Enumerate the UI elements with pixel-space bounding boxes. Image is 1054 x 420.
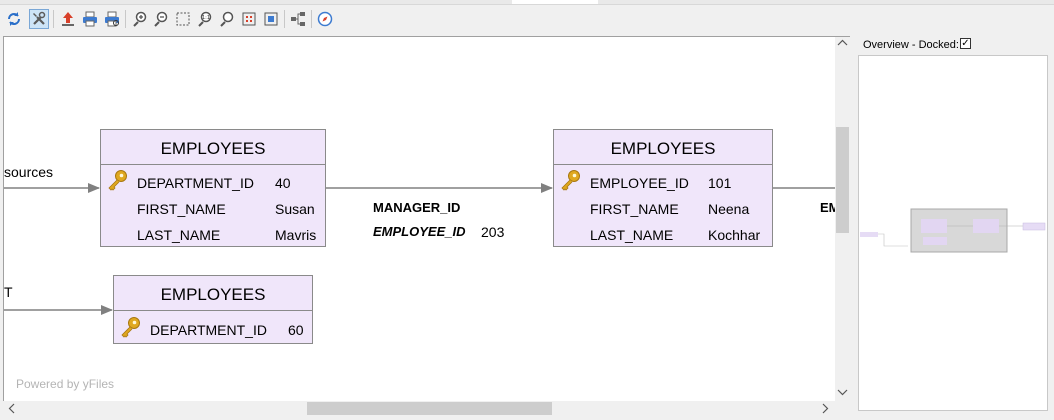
zoom-out-button[interactable] [151,9,171,29]
entity-value: Kochhar [708,227,761,243]
toolbar-separator [284,10,285,28]
zoom-in-button[interactable] [130,9,150,29]
docked-checkbox[interactable]: ✓ [960,38,971,49]
entity-field: FIRST_NAME [137,201,226,217]
entity-field: LAST_NAME [137,227,221,243]
print-preview-icon [105,11,119,27]
entity-value: Neena [708,201,750,217]
relation-name: MANAGER_ID [373,200,461,215]
refresh-button[interactable] [4,9,24,29]
entity-employees-2[interactable]: EMPLOYEES EMPLOYEE_ID 101 FIRST_NAME Nee… [553,129,773,247]
entity-title: EMPLOYEES [114,276,312,311]
key-icon [561,170,580,191]
entity-title: EMPLOYEES [101,130,325,165]
zoom-area-button[interactable] [173,9,193,29]
zoom-100-icon: 1:1 [198,11,212,27]
toolbar-separator [311,10,312,28]
hierarchy-icon [291,12,305,26]
relation-key-label: EMPLOYEE_ID [373,224,466,239]
toolbar-separator [53,10,54,28]
overview-panel: Overview - Docked: ✓ [856,36,1050,414]
entity-employees-3[interactable]: EMPLOYEES DEPARTMENT_ID 60 [113,275,313,344]
zoom-icon [220,11,234,27]
navigate-mode-button[interactable] [29,9,49,29]
scroll-left-icon[interactable] [7,403,17,418]
print-preview-button[interactable] [102,9,122,29]
entity-field: FIRST_NAME [590,201,679,217]
fit-selection-button[interactable] [261,9,281,29]
entity-employees-1[interactable]: EMPLOYEES DEPARTMENT_ID 40 FIRST_NAME Su… [100,129,326,247]
zoom-area-icon [176,12,190,26]
layout-button[interactable] [288,9,308,29]
export-button[interactable] [58,9,78,29]
scroll-corner [835,401,850,416]
vertical-scrollbar[interactable] [835,36,850,402]
scroll-right-icon[interactable] [820,403,830,418]
entity-value: 101 [708,175,732,191]
entity-value: Susan [275,201,315,217]
edge-label-em: EM [820,200,836,215]
overview-title: Overview - Docked: [863,39,959,51]
entity-field: DEPARTMENT_ID [150,322,267,338]
key-icon [108,170,127,191]
compass-icon [317,11,333,27]
zoom-in-icon [133,11,147,27]
entity-field: DEPARTMENT_ID [137,175,254,191]
zoom-100-button[interactable]: 1:1 [195,9,215,29]
entity-value: 60 [288,322,304,338]
entity-title: EMPLOYEES [554,130,772,165]
entity-field: EMPLOYEE_ID [590,175,689,191]
horizontal-scroll-thumb[interactable] [307,402,552,415]
toolbar-separator [125,10,126,28]
edges-layer [4,183,836,315]
print-icon [83,11,97,27]
navigate-button[interactable] [315,9,335,29]
entity-field: LAST_NAME [590,227,674,243]
relation-key-value: 203 [481,224,505,240]
diagram-canvas[interactable]: sources T EM MANAGER_ID EMPLOYEE_ID 203 … [3,36,836,402]
edge-label-t: T [4,284,13,300]
tools-icon [33,11,46,25]
entity-value: 40 [275,175,291,191]
edge-label-sources: sources [4,164,54,180]
zoom-out-icon [154,11,168,27]
overview-canvas[interactable] [858,55,1048,411]
watermark: Powered by yFiles [16,377,115,391]
fit-content-button[interactable] [239,9,259,29]
refresh-icon [8,12,20,26]
fit-selection-icon [264,12,278,26]
scroll-down-icon[interactable] [837,387,848,401]
horizontal-scrollbar[interactable] [3,401,835,416]
export-icon [62,12,74,26]
scroll-up-icon[interactable] [837,38,848,52]
vertical-scroll-thumb[interactable] [836,127,849,233]
toolbar: 1:1 [0,5,1054,33]
key-icon [121,317,140,338]
print-button[interactable] [80,9,100,29]
svg-text:1:1: 1:1 [202,15,210,21]
entity-value: Mavris [275,227,317,243]
active-tab-edge [512,0,598,4]
overview-minimap [860,208,1046,253]
top-tab-strip [0,0,1054,5]
fit-content-icon [242,12,256,26]
zoom-button[interactable] [217,9,237,29]
